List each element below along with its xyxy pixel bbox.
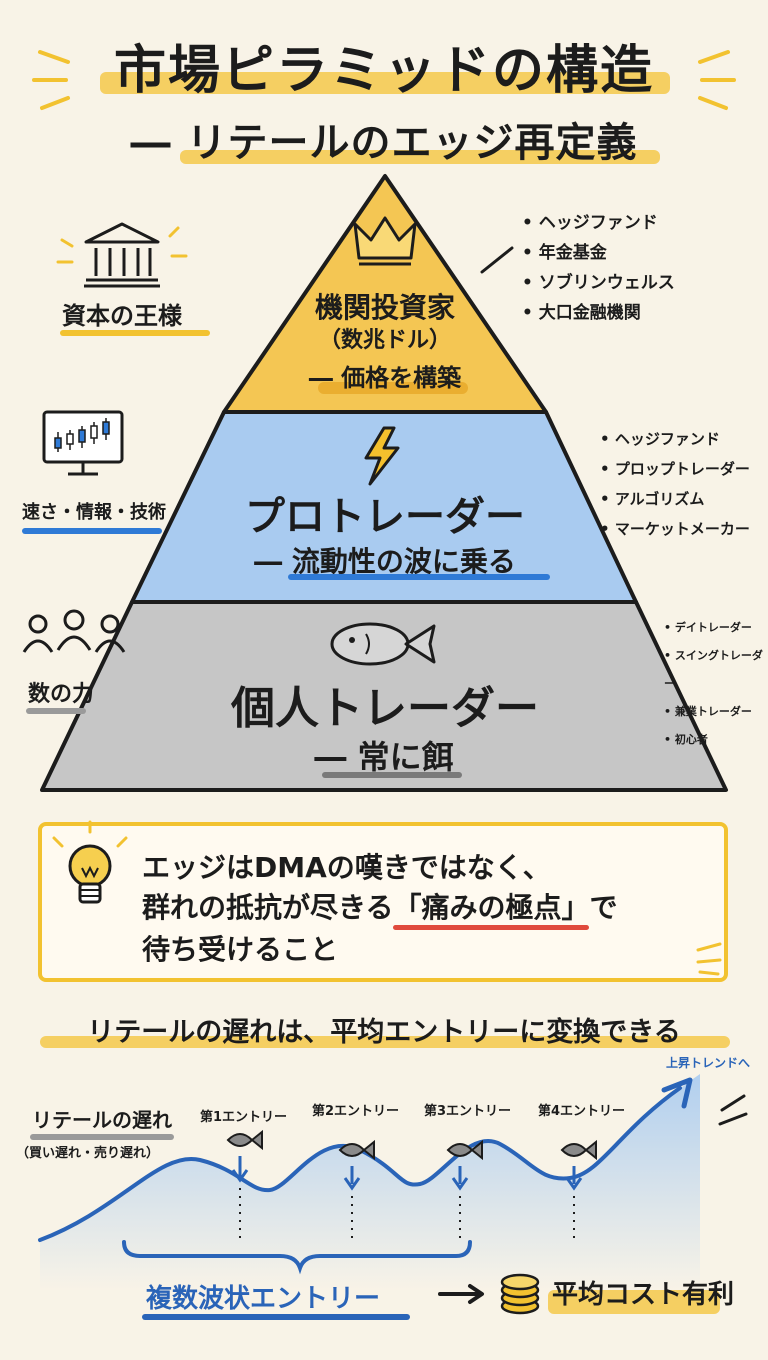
candlestick-monitor-icon [42,410,124,476]
insight-line-3: 待ち受けること [142,933,339,966]
pyramid-tier-bottom [40,600,728,792]
fish-icon [338,1139,375,1161]
entry-marker-3 [446,1139,483,1240]
tier-middle-role: ― 流動性の波に乗る [254,545,516,578]
fish-icon [226,1129,263,1151]
fish-icon [446,1139,483,1161]
insight-line-1: エッジはDMAの嘆きではなく、 [142,851,551,884]
insight-line-2-pre: 群れの抵抗が尽きる [142,891,394,924]
insight-line-2-post: で [589,891,618,924]
conversion-heading: リテールの遅れは、平均エントリーに変換できる [87,1017,681,1048]
retail-lag-label: リテールの遅れ [32,1108,172,1132]
entry-label-3: 第3エントリー [424,1104,512,1119]
side-label-top-underline [60,330,210,336]
wave-line [38,1086,682,1242]
tier-top-label: 機関投資家 [314,291,455,324]
side-label-bottom-underline [26,708,86,714]
tier-middle-role-underline [288,574,550,580]
sparkle-icon [696,942,722,976]
arrow-right-icon [468,1284,484,1304]
title-highlight [100,72,670,94]
wave-area [40,1074,700,1290]
bottom-members-list: デイトレーダー スイングトレーダー 兼業トレーダー 初心者 [664,614,768,754]
coins-icon [500,1273,540,1315]
side-icons [22,222,188,653]
list-item: 年金基金 [522,238,675,268]
pyramid-diagram [40,174,728,792]
people-icon [22,609,126,653]
tier-top-sublabel: （数兆ドル） [318,328,451,353]
page-title: 市場ピラミッドの構造 [113,41,654,101]
list-item: ヘッジファンド [600,424,750,454]
page-subtitle: ― リテールのエッジ再定義 [130,120,638,166]
retail-lag-underline [30,1134,174,1140]
entries-brace [122,1240,472,1275]
tier-bottom-role-underline [322,772,462,778]
wave-entry-diagram [38,1074,748,1315]
top-members-list: ヘッジファンド 年金基金 ソブリンウェルス 大口金融機関 [522,208,675,328]
lightbulb-icon [52,820,128,904]
list-item: マーケットメーカー [600,514,750,544]
conversion-heading-highlight [40,1036,730,1048]
crown-icon [353,216,417,266]
tier-bottom-role: ― 常に餌 [314,738,454,776]
entry-marker-2 [338,1139,375,1240]
entry-label-2: 第2エントリー [312,1104,400,1119]
pain-extreme-highlight: 「痛みの極点」 [393,886,590,930]
insight-box [38,822,728,982]
tier-top-role-highlight [318,382,468,394]
lightning-icon [364,426,400,486]
retail-lag-sublabel: （買い遅れ・売り遅れ） [16,1146,160,1161]
middle-members-list: ヘッジファンド プロップトレーダー アルゴリズム マーケットメーカー [600,424,750,544]
multi-wave-entry-underline [142,1314,410,1320]
fish-icon [560,1139,597,1161]
tier-middle-label: プロトレーダー [245,494,525,540]
title-sparks-icon [32,50,736,110]
bank-icon [84,222,160,288]
list-item: ソブリンウェルス [522,268,675,298]
side-label-bottom: 数の力 [28,682,95,707]
side-label-middle: 速さ・情報・技術 [22,502,166,523]
entry-label-4: 第4エントリー [538,1104,626,1119]
multi-wave-entry-label: 複数波状エントリー [146,1284,381,1314]
average-cost-highlight [548,1290,720,1314]
tier-top-role: ― 価格を構築 [308,364,462,392]
entry-marker-4 [560,1139,597,1240]
insight-line-2: 群れの抵抗が尽きる「痛みの極点」で [142,886,618,930]
list-item: 兼業トレーダー [664,698,768,726]
list-item: スイングトレーダー [664,642,768,698]
tier-bottom-label: 個人トレーダー [231,683,539,734]
side-label-top: 資本の王様 [62,302,182,330]
entry-marker-1 [226,1129,263,1240]
entry-label-1: 第1エントリー [200,1110,288,1125]
list-item: 大口金融機関 [522,298,675,328]
list-item: デイトレーダー [664,614,768,642]
side-label-middle-underline [22,528,162,534]
subtitle-highlight [180,150,660,164]
trend-arrow-icon [661,1077,693,1109]
fish-icon [330,622,436,666]
average-cost-label: 平均コスト有利 [552,1280,735,1310]
list-item: 初心者 [664,726,768,754]
uptrend-label: 上昇トレンドへ [666,1056,751,1070]
list-item: アルゴリズム [600,484,750,514]
list-item: ヘッジファンド [522,208,675,238]
list-item: プロップトレーダー [600,454,750,484]
